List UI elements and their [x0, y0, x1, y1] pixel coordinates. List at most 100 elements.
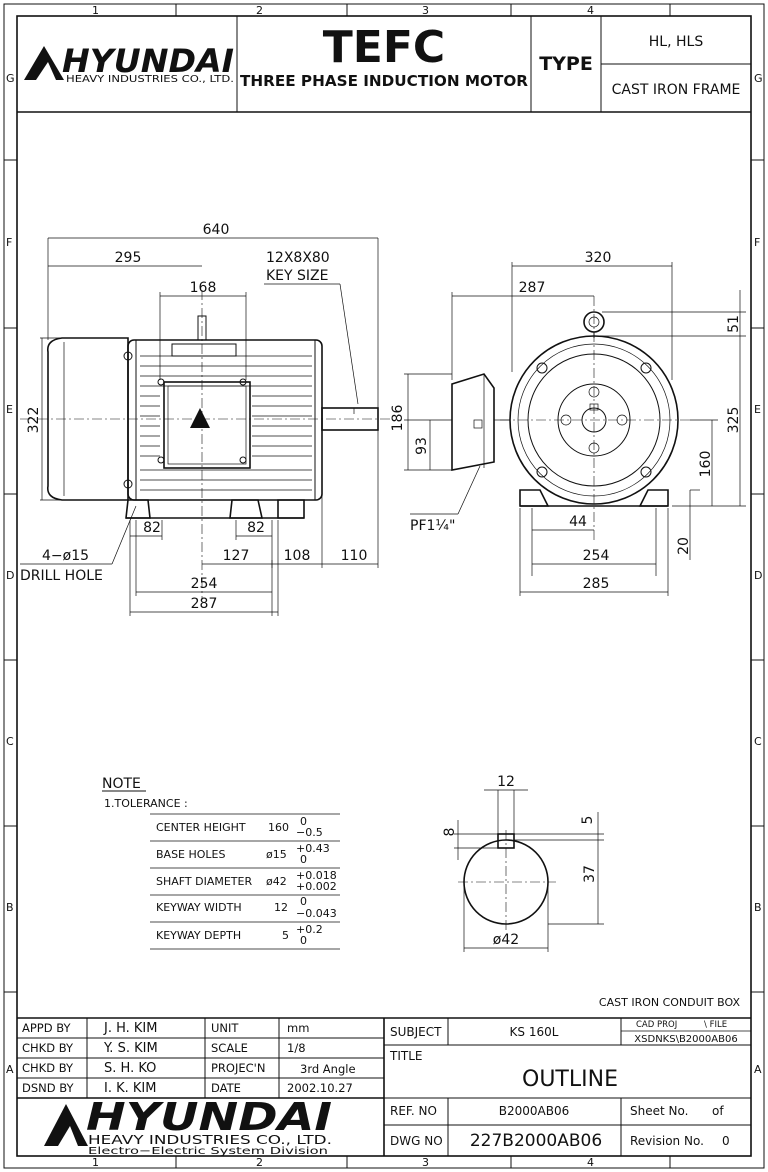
- col-label: 2: [256, 4, 263, 17]
- tol-nominal: ø42: [266, 875, 287, 888]
- dwg-label: DWG NO: [390, 1134, 443, 1148]
- tol-label: BASE HOLES: [156, 848, 226, 861]
- col-label: 1: [92, 4, 99, 17]
- dim-168: 168: [190, 280, 217, 296]
- sheet-frame: [3, 3, 765, 1169]
- dim-325: 325: [726, 407, 742, 434]
- tol-label: KEYWAY WIDTH: [156, 901, 242, 914]
- dim-44: 44: [569, 514, 587, 530]
- row-label: C: [6, 735, 14, 748]
- field-projection: PROJEC'N: [211, 1061, 265, 1075]
- end-view-dimensions: 320 287 51 325 160 20 186 93 PF1¼": [390, 250, 746, 596]
- tol-nominal: 12: [274, 901, 288, 914]
- row-label: D: [6, 569, 14, 582]
- side-view: [20, 290, 390, 600]
- col-label: 1: [92, 1156, 99, 1169]
- row-label: E: [6, 403, 13, 416]
- header-block: HYUNDAI HEAVY INDUSTRIES CO., LTD. TEFC …: [17, 16, 751, 113]
- name-appd: J. H. KIM: [103, 1021, 158, 1036]
- logo-bottom-sub1: HEAVY INDUSTRIES CO., LTD.: [88, 1133, 332, 1147]
- file-label: \ FILE: [704, 1020, 727, 1030]
- row-label: F: [6, 236, 12, 249]
- role-appd: APPD BY: [22, 1021, 72, 1035]
- dim-287-side: 287: [191, 596, 218, 612]
- tol-upper: 0: [300, 895, 307, 908]
- tol-label: CENTER HEIGHT: [156, 821, 246, 834]
- dim-overall-length: 640: [203, 222, 230, 238]
- tol-upper: +0.43: [296, 842, 330, 855]
- frame-value: CAST IRON FRAME: [612, 82, 741, 98]
- dim-depth-5: 5: [580, 816, 596, 825]
- drill-hole-label: DRILL HOLE: [20, 568, 103, 584]
- dim-key-8: 8: [442, 828, 458, 837]
- dim-37: 37: [582, 865, 598, 883]
- tol-label: SHAFT DIAMETER: [156, 875, 252, 888]
- sheet-label: Sheet No.: [630, 1104, 688, 1118]
- dim-110: 110: [341, 548, 368, 564]
- sheet-of: of: [712, 1104, 724, 1118]
- tol-upper: 0: [300, 815, 307, 828]
- tol-nominal: 160: [268, 821, 289, 834]
- dim-254-end: 254: [583, 548, 610, 564]
- dim-51: 51: [726, 315, 742, 333]
- hyundai-logo-bottom-icon: [44, 1104, 88, 1146]
- dim-287-end: 287: [519, 280, 546, 296]
- dim-160: 160: [698, 451, 714, 478]
- title-sub: THREE PHASE INDUCTION MOTOR: [240, 72, 528, 90]
- title-block: CAST IRON CONDUIT BOX APPD BY J. H. KIM …: [17, 996, 751, 1157]
- conduit-note: CAST IRON CONDUIT BOX: [599, 996, 741, 1009]
- type-value: HL, HLS: [649, 34, 704, 50]
- value-date: 2002.10.27: [287, 1081, 353, 1095]
- col-label: 2: [256, 1156, 263, 1169]
- logo-bottom-text: HYUNDAI: [86, 1095, 332, 1139]
- row-label: B: [754, 901, 762, 914]
- dim-320: 320: [585, 250, 612, 266]
- row-label: F: [754, 236, 760, 249]
- key-size-label: KEY SIZE: [266, 268, 328, 284]
- row-label: E: [754, 403, 761, 416]
- company-logo-text: HYUNDAI: [62, 42, 234, 80]
- end-view: [451, 296, 690, 540]
- dim-82-left: 82: [143, 520, 161, 536]
- dim-295: 295: [115, 250, 142, 266]
- field-unit: UNIT: [211, 1021, 239, 1035]
- field-date: DATE: [211, 1081, 241, 1095]
- role-chkd-2: CHKD BY: [22, 1061, 74, 1075]
- dim-keyway-12: 12: [497, 774, 515, 790]
- row-label: D: [754, 569, 762, 582]
- row-labels: G F E D C B A G F E D C B A: [6, 72, 763, 1076]
- note-title: NOTE: [102, 776, 141, 792]
- row-label: G: [6, 72, 15, 85]
- dim-285: 285: [583, 576, 610, 592]
- title-value: OUTLINE: [522, 1067, 618, 1092]
- col-label: 3: [422, 1156, 429, 1169]
- dim-186: 186: [390, 405, 406, 432]
- tol-label: KEYWAY DEPTH: [156, 929, 241, 942]
- tol-lower: +0.002: [296, 880, 337, 893]
- dim-127: 127: [223, 548, 250, 564]
- drill-hole-count: 4−ø15: [42, 548, 89, 564]
- cad-proj-label: CAD PROJ: [636, 1020, 677, 1030]
- dim-20: 20: [676, 537, 692, 555]
- col-label: 4: [587, 4, 594, 17]
- col-label: 4: [587, 1156, 594, 1169]
- shaft-section-detail: 12 8 5 37 ø42: [442, 774, 604, 952]
- tolerance-note: NOTE 1.TOLERANCE : CENTER HEIGHT 160 0 −…: [102, 776, 340, 950]
- dim-shaft-42: ø42: [493, 932, 519, 948]
- value-projection: 3rd Angle: [300, 1062, 356, 1076]
- column-labels: 1 2 3 4 1 2 3 4: [92, 4, 594, 1169]
- rev-value: 0: [722, 1134, 730, 1148]
- dim-108: 108: [284, 548, 311, 564]
- key-size-value: 12X8X80: [266, 250, 330, 266]
- company-subtitle: HEAVY INDUSTRIES CO., LTD.: [66, 74, 234, 85]
- ref-value: B2000AB06: [499, 1104, 569, 1118]
- type-label: TYPE: [539, 53, 593, 75]
- row-label: A: [6, 1063, 14, 1076]
- name-chkd-2: S. H. KO: [104, 1061, 156, 1076]
- name-dsnd: I. K. KIM: [104, 1081, 156, 1096]
- note-item: 1.TOLERANCE :: [104, 797, 188, 810]
- tol-upper: +0.018: [296, 869, 337, 882]
- logo-bottom-sub2: Electro−Electric System Division: [88, 1146, 328, 1157]
- subject-label: SUBJECT: [390, 1025, 442, 1039]
- tol-lower: 0: [300, 934, 307, 947]
